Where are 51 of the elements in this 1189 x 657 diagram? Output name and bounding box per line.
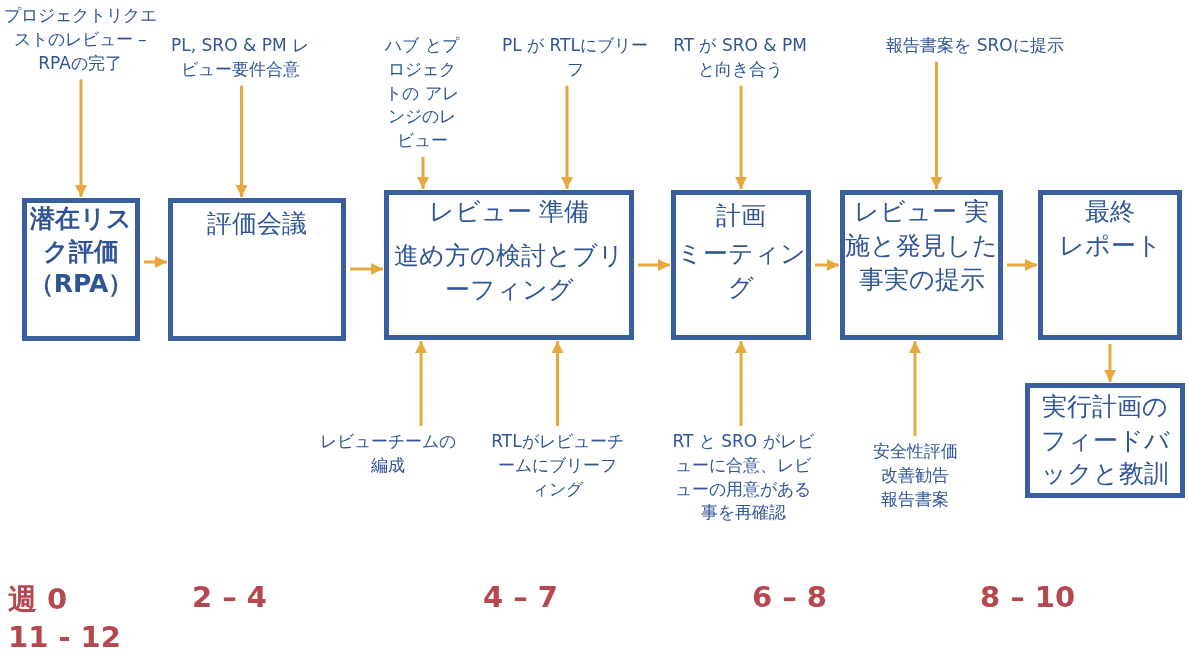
step-title: 計画 <box>716 200 766 232</box>
arrow <box>551 341 564 426</box>
annotation-text: RT が SRO & PMと向き合う <box>665 34 815 82</box>
annotation-text: 報告書案を SROに提示 <box>870 34 1080 58</box>
annotation-text: レビューチームの編成 <box>318 430 458 478</box>
step-title: 潜在リスク評価（RPA） <box>27 203 135 300</box>
step-title: 評価会議 <box>207 208 307 240</box>
annotation-text: RT と SRO がレビューに合意、レビューの用意がある事を再確認 <box>668 430 818 526</box>
annotation-text: ハブ とプロジェクトの アレンジのレビュー <box>382 34 462 153</box>
arrow <box>350 263 383 275</box>
week-label: 11 - 12 <box>8 620 121 654</box>
annotation-text: 報告書案 <box>880 487 950 511</box>
arrow <box>417 157 429 189</box>
step-title: レビュー 準備 <box>428 196 590 228</box>
week-label: 8 – 10 <box>980 580 1076 614</box>
step-title: レポート <box>1058 229 1162 262</box>
arrow <box>1104 344 1116 382</box>
week-label: 2 – 4 <box>192 580 268 614</box>
arrow <box>415 341 427 426</box>
arrow <box>930 61 943 189</box>
annotation-text: 安全性評価 <box>871 440 959 463</box>
arrow <box>561 85 573 189</box>
arrow <box>735 85 747 189</box>
step-title: 最終 <box>1085 196 1135 228</box>
process-box <box>384 190 634 340</box>
arrow <box>638 259 670 271</box>
process-box <box>168 198 346 341</box>
annotation-text: プロジェクトリクエストのレビュー – RPAの完了 <box>2 4 158 76</box>
annotation-text: PL, SRO & PM レビュー要件合意 <box>165 34 315 82</box>
arrow <box>75 79 87 197</box>
week-label: 6 – 8 <box>752 580 828 614</box>
process-box <box>22 198 140 341</box>
process-box <box>671 190 811 340</box>
arrow <box>735 341 747 426</box>
annotation-text: 改善勧告 <box>880 463 950 487</box>
step-title: ミーティング <box>676 237 806 304</box>
annotation-text: RTLがレビューチームにブリーフィング <box>490 430 625 502</box>
week-label: 4 – 7 <box>483 580 559 614</box>
week-label: 週 0 <box>8 581 68 618</box>
arrow <box>235 85 248 197</box>
step-title: レビュー 実施と発見した事実の提示 <box>845 196 998 296</box>
arrow <box>144 256 167 268</box>
arrow <box>815 259 839 271</box>
arrow <box>1007 259 1037 271</box>
step-title: 進め方の検討とブリーフィング <box>393 239 625 306</box>
annotation-text: PL が RTLにブリーフ <box>500 34 650 82</box>
process-box <box>1038 190 1182 340</box>
step-title: 実行計画のフィードバックと教訓 <box>1039 390 1171 491</box>
process-box <box>1025 383 1185 498</box>
process-box <box>840 190 1003 340</box>
arrow <box>909 341 921 436</box>
